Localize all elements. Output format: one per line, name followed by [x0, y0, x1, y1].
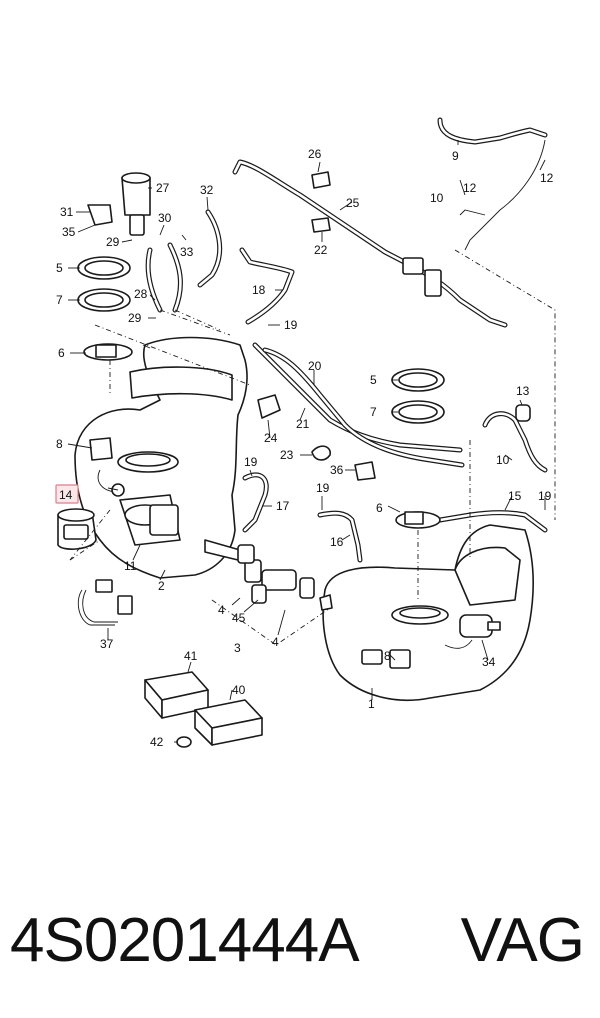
- callout-5b: 5: [370, 373, 377, 387]
- callout-7a: 7: [56, 293, 63, 307]
- callout-30: 30: [158, 211, 172, 225]
- small-parts: [57, 171, 531, 748]
- callout-34: 34: [482, 655, 496, 669]
- callout-32: 32: [200, 183, 214, 197]
- callout-19a: 19: [284, 318, 298, 332]
- callout-7b: 7: [370, 405, 377, 419]
- callout-36: 36: [330, 463, 344, 477]
- callout-40: 40: [232, 683, 246, 697]
- callout-12b: 12: [540, 171, 554, 185]
- callout-33: 33: [180, 245, 194, 259]
- callout-26: 26: [308, 147, 322, 161]
- callout-14: 14: [59, 488, 73, 502]
- callout-10b: 10: [496, 453, 510, 467]
- callout-29a: 29: [106, 235, 120, 249]
- callout-35: 35: [62, 225, 76, 239]
- callout-45: 45: [232, 611, 246, 625]
- highlight-box-14: [55, 484, 79, 504]
- fuel-lines: [145, 117, 548, 599]
- callout-19c: 19: [316, 481, 330, 495]
- callout-19d: 19: [538, 489, 552, 503]
- callout-28: 28: [134, 287, 148, 301]
- callout-23: 23: [280, 448, 294, 462]
- callout-8a: 8: [56, 437, 63, 451]
- callout-6b: 6: [376, 501, 383, 515]
- callout-19b: 19: [244, 455, 258, 469]
- leader-lines: [67, 140, 546, 743]
- callout-31: 31: [60, 205, 74, 219]
- callout-3: 3: [234, 641, 241, 655]
- callout-17: 17: [276, 499, 290, 513]
- right-fuel-tank: [319, 524, 535, 701]
- fuel-pump-assembly: [57, 508, 97, 550]
- callout-4b: 4: [272, 635, 279, 649]
- callout-16: 16: [330, 535, 344, 549]
- callout-20: 20: [308, 359, 322, 373]
- fuel-tank-exploded-diagram: 1 2 3 4 4 5 5 6 6 7 7 8 8 9 10 10 11 12 …: [55, 117, 556, 749]
- callout-labels: 1 2 3 4 4 5 5 6 6 7 7 8 8 9 10 10 11 12 …: [56, 147, 554, 749]
- callout-9: 9: [452, 149, 459, 163]
- callout-10a: 10: [430, 191, 444, 205]
- callout-21: 21: [296, 417, 310, 431]
- guide-lines: [69, 249, 556, 646]
- callout-5a: 5: [56, 261, 63, 275]
- part-number: 4S0201444A: [10, 906, 360, 975]
- callout-18: 18: [252, 283, 266, 297]
- callout-8b: 8: [384, 649, 391, 663]
- callout-29b: 29: [128, 311, 142, 325]
- callout-41: 41: [184, 649, 198, 663]
- callout-37: 37: [100, 637, 114, 651]
- callout-22: 22: [314, 243, 328, 257]
- callout-1: 1: [368, 697, 375, 711]
- brand-name: VAG: [460, 906, 585, 975]
- callout-2: 2: [158, 579, 165, 593]
- callout-15: 15: [508, 489, 522, 503]
- callout-6a: 6: [58, 346, 65, 360]
- callout-42: 42: [150, 735, 164, 749]
- callout-13: 13: [516, 384, 530, 398]
- callout-25: 25: [346, 196, 360, 210]
- callout-27: 27: [156, 181, 170, 195]
- callout-24: 24: [264, 431, 278, 445]
- callout-12a: 12: [463, 181, 477, 195]
- callout-11: 11: [124, 559, 137, 573]
- callout-4a: 4: [218, 603, 225, 617]
